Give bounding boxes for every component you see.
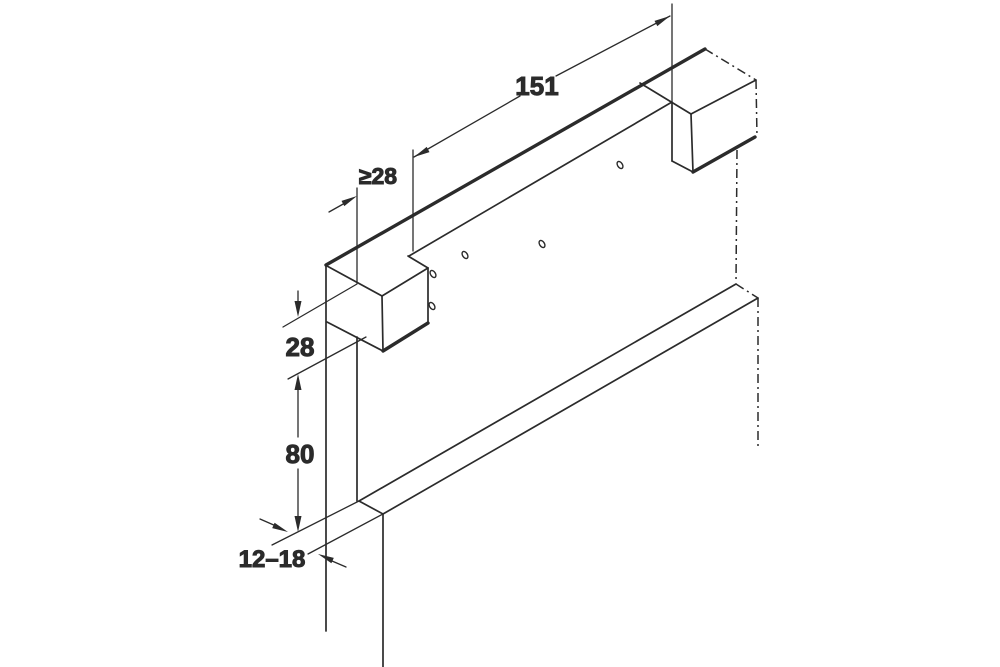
arrowhead: [318, 554, 334, 564]
dimension-line: [555, 15, 671, 77]
left-bracket-bottom-edge: [381, 321, 430, 353]
dim-label-min-28: ≥28: [359, 163, 397, 189]
dimension-28: 28: [282, 283, 367, 390]
arrowhead: [294, 516, 302, 532]
front-panel-top-front-edge: [382, 297, 759, 515]
dim-label-12-18: 12–18: [239, 546, 306, 573]
centerline-corner-edge: [735, 283, 759, 299]
left-bracket: [326, 255, 430, 353]
arrow-shaft: [259, 518, 277, 527]
front-panel: [358, 283, 759, 667]
drill-hole: [429, 269, 437, 279]
arrowhead: [654, 16, 670, 27]
right-bracket-front-left-edge: [690, 113, 694, 173]
left-bracket-notch-edge: [407, 255, 429, 269]
drill-hole: [616, 160, 624, 170]
arrowhead: [294, 301, 302, 317]
symmetry-centerlines: [735, 149, 759, 446]
right-bracket-top-left-edge: [639, 82, 692, 115]
dimension-min-28: ≥28: [328, 163, 398, 284]
drill-hole: [461, 250, 469, 260]
extension-line: [271, 500, 360, 546]
left-bracket-top-left-edge: [326, 265, 383, 297]
left-bracket-side-bottom-edge: [326, 321, 384, 352]
dimension-151: 151: [412, 3, 673, 252]
front-panel-left-corner-edge: [358, 500, 384, 515]
drill-holes: [428, 160, 624, 311]
drill-hole: [428, 301, 436, 311]
right-bracket: [639, 48, 758, 174]
extension-line: [307, 513, 384, 555]
panel-top-front-edge: [408, 101, 673, 257]
extension-line: [282, 283, 358, 328]
dim-label-28: 28: [286, 332, 315, 362]
extension-line: [287, 336, 367, 380]
dimension-line: [413, 95, 521, 158]
arrowhead: [341, 196, 357, 207]
right-bracket-centerline-right: [755, 79, 758, 138]
arrowhead: [294, 374, 302, 390]
arrow-shaft: [331, 560, 347, 568]
dimension-12-18: 12–18: [238, 500, 384, 574]
right-bracket-bottom-edge: [691, 135, 757, 174]
arrowhead: [414, 146, 430, 157]
centerline-upper-vertical: [735, 149, 738, 284]
dim-label-151: 151: [515, 71, 558, 101]
front-panel-top-back-edge: [358, 283, 737, 502]
right-bracket-side-bottom-edge: [671, 160, 694, 173]
right-bracket-top-front-edge: [690, 79, 757, 115]
right-bracket-centerline-top: [704, 48, 757, 81]
left-bracket-front-left-edge: [381, 295, 384, 352]
dimension-80: 80: [285, 387, 315, 532]
dim-label-80: 80: [286, 439, 315, 469]
arrowhead: [272, 522, 288, 532]
left-bracket-top-front-edge: [381, 267, 429, 297]
drill-hole: [538, 239, 546, 249]
arrow-shaft: [328, 202, 346, 213]
